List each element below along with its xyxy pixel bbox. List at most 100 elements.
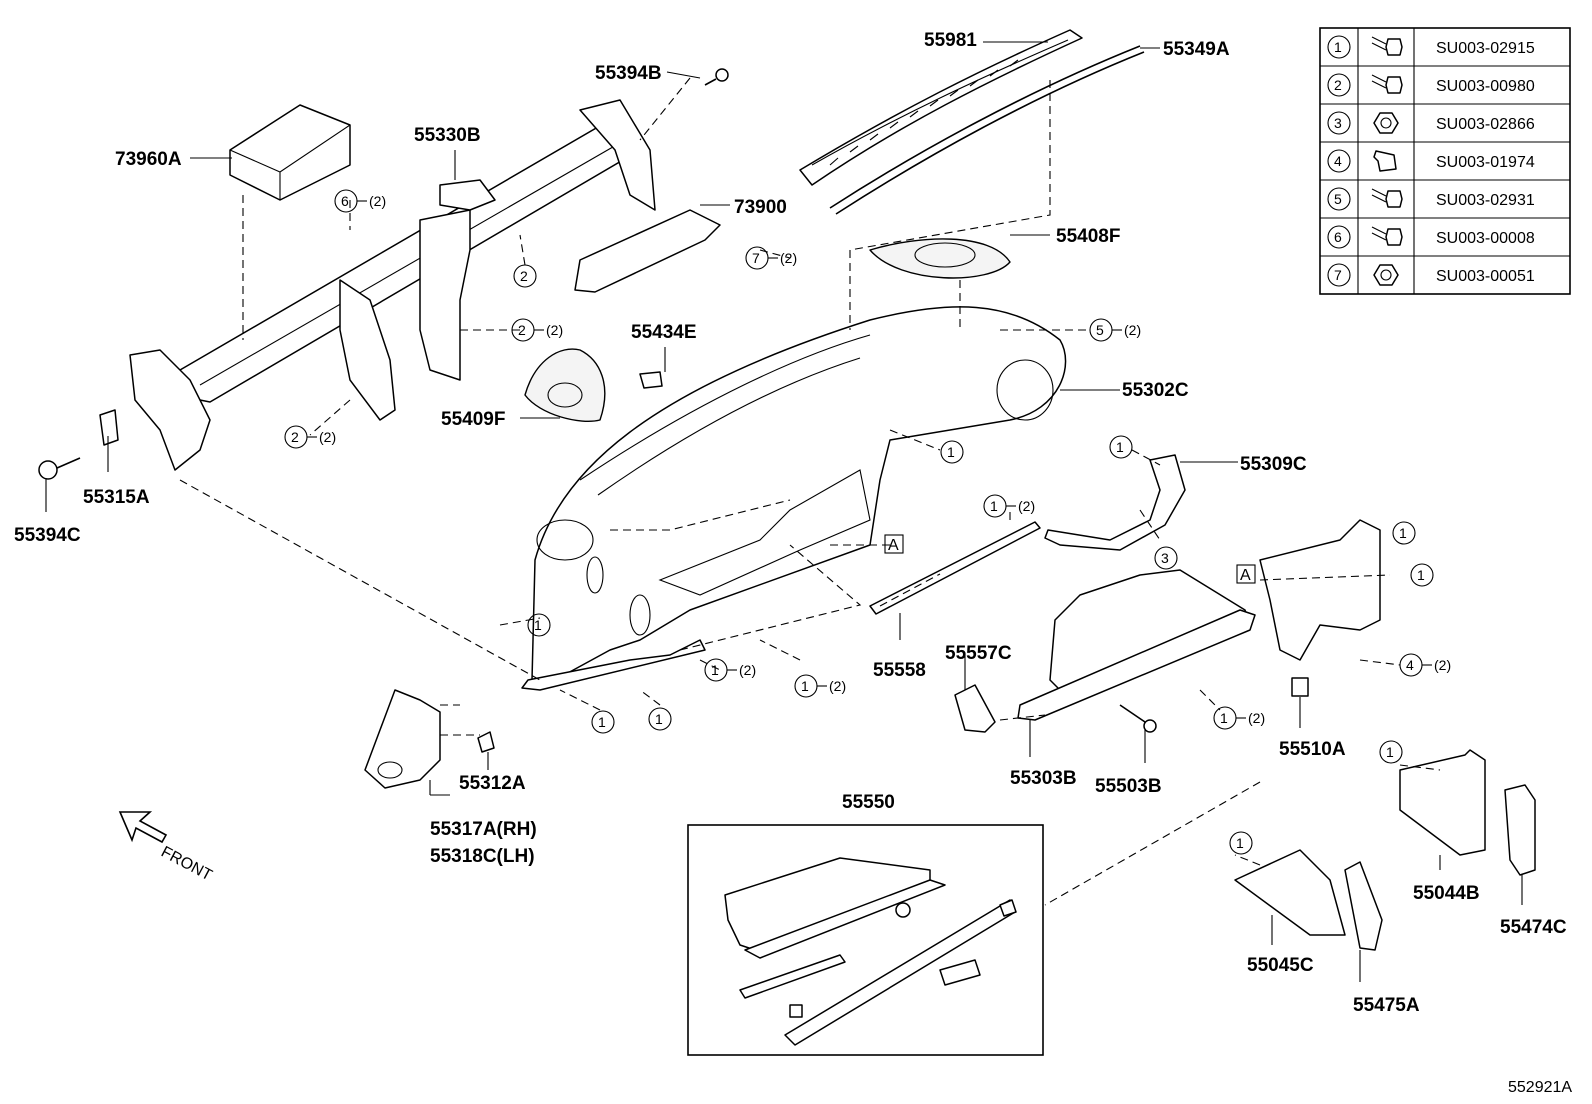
label-55330B: 55330B <box>414 125 481 146</box>
callout-1d: 1 <box>1399 525 1407 541</box>
legend-number: 7 <box>1334 267 1342 283</box>
legend-number: 2 <box>1334 77 1342 93</box>
legend-number-circle <box>1327 263 1351 287</box>
side-panel-55475A-part <box>1344 861 1383 951</box>
label-55510A: 55510A <box>1279 739 1346 760</box>
side-cover-part <box>364 689 495 789</box>
bolt-icon <box>1371 188 1403 208</box>
label-55550: 55550 <box>842 792 895 813</box>
callout-1k: 1 <box>1220 710 1228 726</box>
label-55394C: 55394C <box>14 525 81 546</box>
airbag-module-part <box>229 104 351 201</box>
callout-1a: 1 <box>947 444 955 460</box>
legend-number-circle <box>1327 73 1351 97</box>
callout-1g-qty: (2) <box>739 662 756 678</box>
legend-number: 4 <box>1334 153 1342 169</box>
legend-number-circle <box>1327 149 1351 173</box>
defroster-nozzle-part <box>799 29 1083 186</box>
legend-part-number: SU003-02866 <box>1436 116 1535 133</box>
piece-55510A-part <box>1291 677 1309 697</box>
callout-7-qty: (2) <box>780 250 797 266</box>
side-panel-55044B-part <box>1399 749 1486 856</box>
bolt-icon <box>1371 36 1403 56</box>
callout-4: 4 <box>1406 657 1414 673</box>
legend-part-number: SU003-00051 <box>1436 268 1535 285</box>
legend-number-circle <box>1327 35 1351 59</box>
label-55409F: 55409F <box>441 409 505 430</box>
legend-number-circle <box>1327 187 1351 211</box>
pad-55409F-part <box>524 348 606 422</box>
label-55315A: 55315A <box>83 487 150 508</box>
pad-55408F-part <box>869 238 1011 279</box>
fastener-callouts: 6 (2) 2 7 (2) 2 (2) 2 (2) 5 (2) 1 1 1 (2… <box>284 189 1451 855</box>
legend-part-number: SU003-02931 <box>1436 192 1535 209</box>
label-55317A: 55317A(RH) <box>430 819 537 840</box>
diagram-id: 552921A <box>1508 1079 1572 1096</box>
bolt-55394B-part <box>704 68 729 86</box>
label-55474C: 55474C <box>1500 917 1567 938</box>
clip-icon <box>1373 150 1397 172</box>
assembly-lines <box>179 77 1441 906</box>
legend-row: 3 SU003-02866 <box>1327 111 1535 135</box>
label-55394B: 55394B <box>595 63 662 84</box>
callout-6-qty: (2) <box>369 193 386 209</box>
bracket-55309C-part <box>1044 454 1186 551</box>
callout-1m: 1 <box>1236 835 1244 851</box>
callout-1c: 1 <box>990 498 998 514</box>
callout-1l: 1 <box>1386 744 1394 760</box>
legend-row: 7 SU003-00051 <box>1327 263 1535 287</box>
label-55503B: 55503B <box>1095 776 1162 797</box>
instrument-panel-reinforcement <box>38 99 656 480</box>
label-55475A: 55475A <box>1353 995 1420 1016</box>
reference-box-a-label: A <box>888 537 899 554</box>
legend-part-number: SU003-00008 <box>1436 230 1535 247</box>
callout-2a: 2 <box>520 268 528 284</box>
callout-1h: 1 <box>801 678 809 694</box>
lower-panel-55303B-part <box>1017 519 1381 721</box>
callout-7: 7 <box>752 250 760 266</box>
nut-icon <box>1373 264 1399 286</box>
callout-1h-qty: (2) <box>829 678 846 694</box>
callout-4-qty: (2) <box>1434 657 1451 673</box>
instrument-panel-main-part <box>521 306 1067 691</box>
label-55312A: 55312A <box>459 773 526 794</box>
label-73960A: 73960A <box>115 149 182 170</box>
legend-number: 3 <box>1334 115 1342 131</box>
label-55981: 55981 <box>924 30 977 51</box>
windshield-garnish-part <box>829 45 1145 215</box>
callout-1f: 1 <box>534 617 542 633</box>
bolt-icon <box>1371 74 1403 94</box>
side-panel-55474C-part <box>1504 784 1536 876</box>
label-55303B: 55303B <box>1010 768 1077 789</box>
front-label: FRONT <box>158 844 215 885</box>
callout-1b: 1 <box>1116 439 1124 455</box>
callout-1i: 1 <box>598 714 606 730</box>
callout-6: 6 <box>341 193 349 209</box>
callout-1c-qty: (2) <box>1018 498 1035 514</box>
label-55045C: 55045C <box>1247 955 1314 976</box>
reference-box-a: A A <box>884 534 1256 584</box>
bolt-icon <box>1371 226 1403 246</box>
clip-55434E-part <box>639 371 663 389</box>
callout-1j: 1 <box>655 711 663 727</box>
label-55557C: 55557C <box>945 643 1012 664</box>
label-55434E: 55434E <box>631 322 697 343</box>
legend-number-circle <box>1327 111 1351 135</box>
label-55309C: 55309C <box>1240 454 1307 475</box>
callout-2b-qty: (2) <box>546 322 563 338</box>
callout-2b: 2 <box>518 322 526 338</box>
label-73900: 73900 <box>734 197 787 218</box>
label-55349A: 55349A <box>1163 39 1230 60</box>
legend-number-circle <box>1327 225 1351 249</box>
label-55558: 55558 <box>873 660 926 681</box>
glove-box-inset-box <box>687 824 1044 1056</box>
piece-55557C-part <box>954 684 996 733</box>
legend-part-number: SU003-02915 <box>1436 40 1535 57</box>
callout-5: 5 <box>1096 322 1104 338</box>
